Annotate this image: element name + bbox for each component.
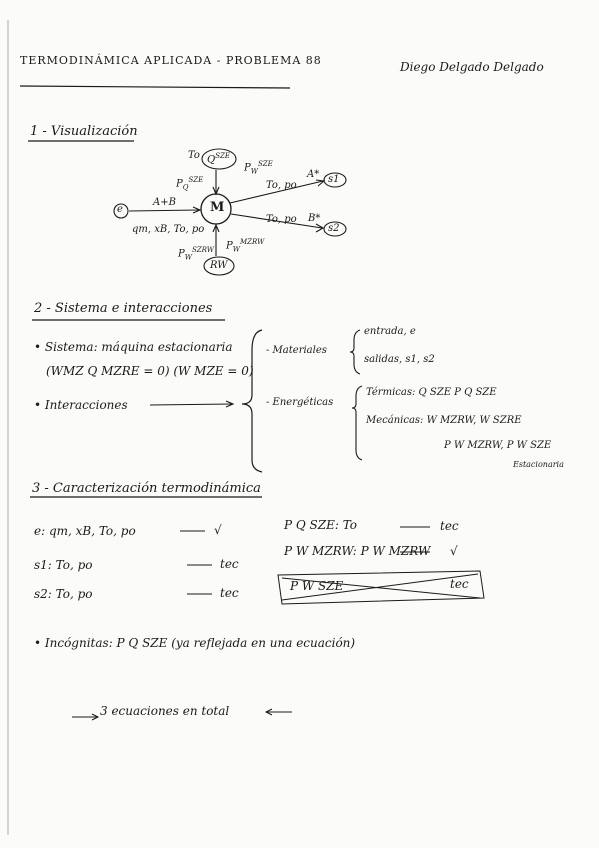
salidas-label: salidas, s1, s2 bbox=[364, 354, 435, 365]
energeticas-label: - Energéticas bbox=[266, 397, 334, 408]
char-e-result: √ bbox=[214, 523, 222, 537]
out2-props-label: To, po bbox=[266, 214, 297, 225]
heat-q-label: Q bbox=[207, 154, 216, 166]
machine-label: M bbox=[210, 200, 225, 215]
char-s2: s2: To, po bbox=[34, 587, 93, 601]
inlet-circle bbox=[113, 203, 129, 219]
termicas-label: Térmicas: Q SZE P Q SZE bbox=[366, 387, 497, 398]
header-underline bbox=[19, 85, 291, 89]
heat-temp-label: To bbox=[188, 150, 200, 161]
out1-flow-label: A* bbox=[307, 169, 320, 180]
section-3-title: 3 - Caracterización termodinámica bbox=[32, 481, 261, 496]
big-brace bbox=[241, 329, 263, 473]
author-name: Diego Delgado Delgado bbox=[400, 60, 544, 74]
rw-reservoir bbox=[203, 256, 235, 276]
mecanicas-label: Mecánicas: W MZRW, W SZRE bbox=[366, 415, 522, 426]
heat-q-sup: SZE bbox=[215, 152, 230, 160]
mecanicas-line-2: P W MZRW, P W SZE bbox=[444, 440, 552, 451]
rw-power-label: PWMZRW bbox=[226, 238, 265, 254]
out1-circle bbox=[323, 172, 347, 188]
system-line-3: • Interacciones bbox=[34, 398, 128, 412]
out2-label: s2 bbox=[328, 223, 340, 234]
total-equations: 3 ecuaciones en total bbox=[100, 704, 230, 718]
section-2-title: 2 - Sistema e interacciones bbox=[34, 301, 213, 316]
materiales-label: - Materiales bbox=[266, 345, 327, 356]
heat-in-reservoir: QSZE bbox=[207, 152, 230, 165]
out1-props-label: To, po bbox=[266, 180, 297, 191]
inlet-label: e bbox=[117, 204, 123, 215]
inlet-flow-label: A+B bbox=[153, 197, 176, 208]
strike-line-1 bbox=[281, 577, 481, 599]
inlet-props-label: qm, xB, To, po bbox=[132, 224, 205, 235]
inlet-arrow bbox=[128, 209, 200, 212]
system-line-2: (WMZ Q MZRE = 0) (W MZE = 0) bbox=[46, 364, 254, 378]
char-s2-result: tec bbox=[220, 586, 239, 600]
char-s1-result: tec bbox=[220, 557, 239, 571]
strike-line-2 bbox=[281, 573, 479, 601]
interacciones-arrow bbox=[149, 403, 233, 406]
out1-arrow bbox=[229, 180, 324, 204]
char-pw2-struck: P W SZE bbox=[290, 579, 344, 593]
out2-circle bbox=[323, 221, 347, 237]
unknowns-line: • Incógnitas: P Q SZE (ya reflejada en u… bbox=[34, 636, 356, 650]
energy-brace bbox=[351, 385, 363, 461]
char-pq: P Q SZE: To bbox=[284, 518, 358, 532]
char-e: e: qm, xB, To, po bbox=[34, 524, 136, 538]
section-1-title: 1 - Visualización bbox=[30, 124, 138, 139]
char-pq-result: tec bbox=[440, 519, 459, 533]
system-line-1: • Sistema: máquina estacionaria bbox=[34, 340, 233, 354]
estacionaria-note: Estacionaria bbox=[513, 460, 564, 469]
heat-power-label: PQSZE bbox=[176, 176, 204, 192]
out2-arrow bbox=[230, 213, 323, 229]
entrada-label: entrada, e bbox=[364, 326, 416, 337]
out1-label: s1 bbox=[328, 174, 340, 185]
char-pw: P W MZRW: P W MZRW bbox=[284, 544, 431, 558]
page-title: TERMODINÁMICA APLICADA - PROBLEMA 88 bbox=[20, 54, 322, 67]
char-pw2-result: tec bbox=[450, 577, 469, 591]
work-power-label: PWSZE bbox=[244, 160, 273, 176]
out2-flow-label: B* bbox=[308, 213, 321, 224]
char-pw-result: √ bbox=[450, 544, 458, 558]
rw-label: RW bbox=[210, 260, 228, 271]
char-s1: s1: To, po bbox=[34, 558, 93, 572]
heat-reservoir bbox=[201, 148, 237, 170]
rw-power2-label: PWSZRW bbox=[178, 246, 214, 262]
materials-brace bbox=[349, 329, 361, 375]
